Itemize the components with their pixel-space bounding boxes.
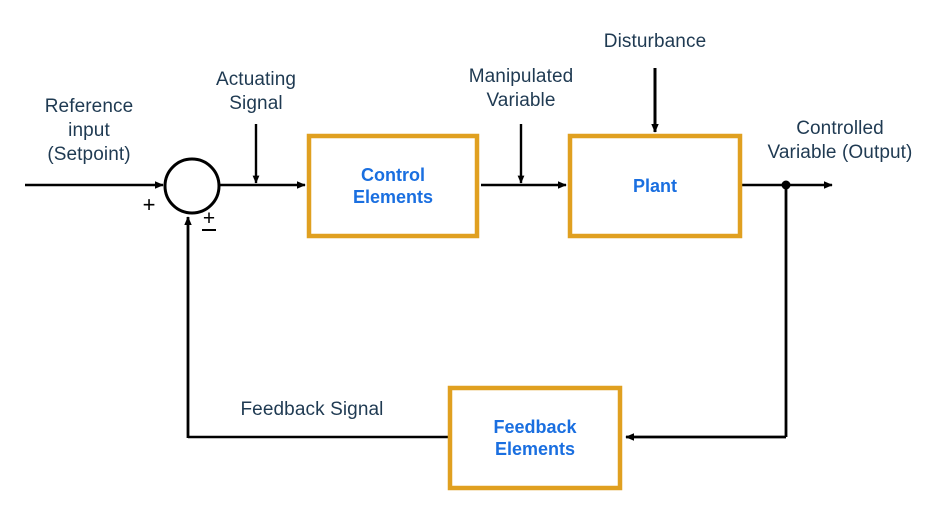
control-elements-label: Control Elements xyxy=(352,165,434,207)
summing-junction-plus-minus-sign: + xyxy=(198,207,220,231)
plant-label: Plant xyxy=(632,176,677,196)
feedback-elements-label: Feedback Elements xyxy=(493,417,577,459)
reference-input-label: Reference input (Setpoint) xyxy=(44,96,134,165)
feedback-signal-label: Feedback Signal xyxy=(240,399,384,420)
plus-minus-plus-glyph: + xyxy=(202,207,216,230)
actuating-signal-label: Actuating Signal xyxy=(215,69,297,114)
manipulated-variable-label: Manipulated Variable xyxy=(468,66,574,111)
plant-block[interactable] xyxy=(567,133,743,239)
feedback-elements-block[interactable] xyxy=(447,385,623,491)
control-elements-block[interactable] xyxy=(306,133,480,239)
disturbance-label: Disturbance xyxy=(603,31,707,52)
controlled-variable-label: Controlled Variable (Output) xyxy=(767,118,913,163)
plus-minus-bar-glyph xyxy=(202,229,216,231)
summing-junction-plus-sign: + xyxy=(142,192,156,217)
summing-junction-circle xyxy=(163,157,221,215)
